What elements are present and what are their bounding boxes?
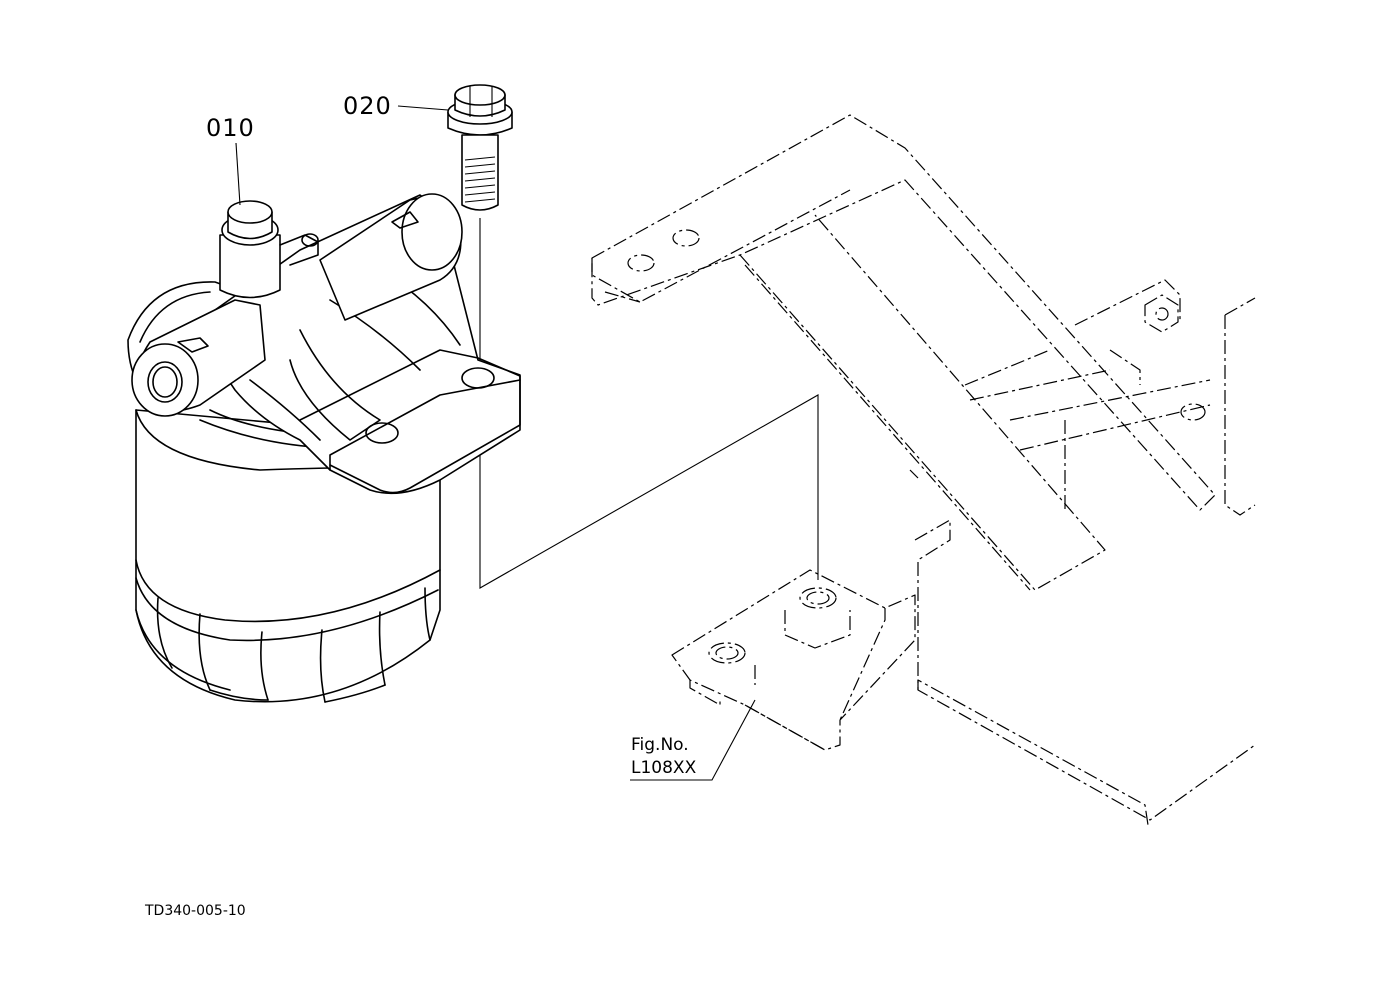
flange-bolt — [447, 84, 513, 211]
part-number-010: 010 — [206, 114, 255, 142]
frame-bracket — [591, 114, 1256, 826]
drawing-code: TD340-005-10 — [144, 903, 246, 919]
leader-010 — [235, 142, 241, 206]
fuel-filter-assembly — [127, 193, 521, 703]
leader-fig-ref — [630, 699, 756, 781]
figure-ref-line1: Fig.No. — [631, 735, 689, 755]
part-number-020: 020 — [343, 92, 392, 120]
figure-ref-line2: L108XX — [631, 758, 697, 778]
assembly-lines — [479, 218, 819, 589]
leader-lines — [235, 105, 756, 781]
leader-020 — [397, 105, 449, 111]
